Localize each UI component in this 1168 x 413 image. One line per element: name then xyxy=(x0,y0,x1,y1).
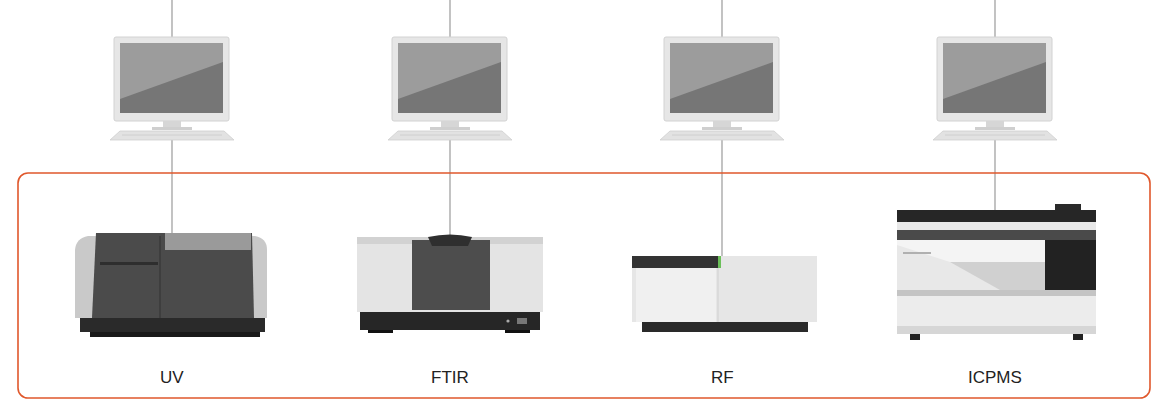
ftir-instrument xyxy=(357,235,543,334)
rf-instrument xyxy=(632,256,817,332)
instrument-label-box: ICPMS xyxy=(962,366,1028,390)
instrument-label-box: UV xyxy=(154,366,190,390)
instrument-name: RF xyxy=(711,368,734,388)
instrument-name: FTIR xyxy=(431,368,469,388)
instrument-label-box: RF xyxy=(705,366,740,390)
uv-instrument xyxy=(75,233,267,337)
instrument-name: ICPMS xyxy=(968,368,1022,388)
computer xyxy=(110,37,1057,140)
instrument-frame xyxy=(18,173,1150,398)
instrument-name: UV xyxy=(160,368,184,388)
instrument-label-box: FTIR xyxy=(425,366,475,390)
network-line xyxy=(172,0,995,256)
icpms-instrument xyxy=(897,204,1096,340)
